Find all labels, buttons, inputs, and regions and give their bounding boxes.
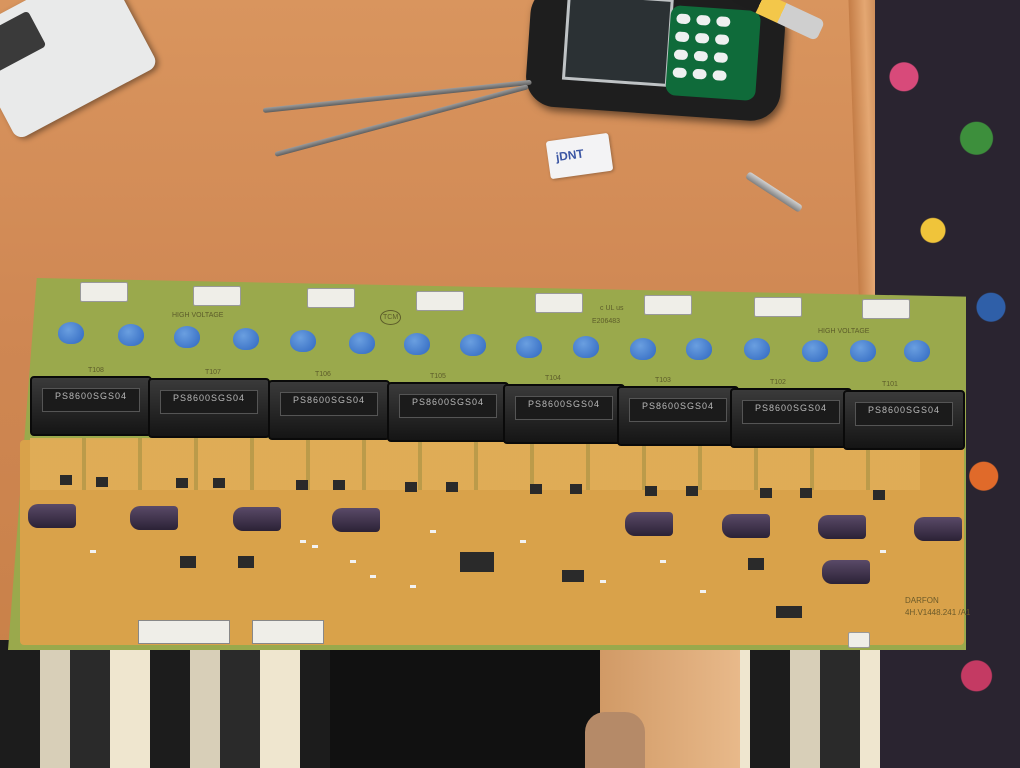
small-connector	[848, 632, 870, 648]
smd-ic	[180, 556, 196, 568]
lamp-connector	[307, 288, 355, 308]
blue-capacitor	[516, 336, 542, 358]
transformer-label: T106	[315, 371, 331, 378]
inverter-transformer: PS8600SGS04	[268, 380, 390, 440]
blue-capacitor	[290, 330, 316, 352]
transformer-label: T107	[205, 369, 221, 376]
phone-screen	[561, 0, 674, 87]
electrolytic-capacitor	[233, 507, 281, 531]
smd-transistor	[800, 488, 812, 498]
smd-transistor	[333, 480, 345, 490]
blue-capacitor	[404, 333, 430, 355]
blue-capacitor	[630, 338, 656, 360]
electrolytic-capacitor	[625, 512, 673, 536]
smd-transistor	[405, 482, 417, 492]
electrolytic-capacitor	[822, 560, 870, 584]
input-connector	[252, 620, 324, 644]
electrolytic-capacitor	[28, 504, 76, 528]
lamp-connector	[535, 293, 583, 313]
smd-transistor	[296, 480, 308, 490]
smd-transistor	[176, 478, 188, 488]
transformer-label: T103	[655, 377, 671, 384]
smd-transistor	[60, 475, 72, 485]
blue-capacitor	[744, 338, 770, 360]
inverter-transformer: PS8600SGS04	[30, 376, 152, 436]
inverter-transformer: PS8600SGS04	[843, 390, 965, 450]
inverter-transformer: PS8600SGS04	[387, 382, 509, 442]
blue-capacitor	[460, 334, 486, 356]
maker-label: DARFON	[905, 596, 939, 605]
smd-transistor	[213, 478, 225, 488]
controller-ic	[460, 552, 494, 572]
mobile-phone	[524, 0, 787, 123]
transformer-label: T104	[545, 375, 561, 382]
inverter-transformer: PS8600SGS04	[148, 378, 270, 438]
transformer-label: T108	[88, 367, 104, 374]
smd-transistor	[645, 486, 657, 496]
blue-capacitor	[174, 326, 200, 348]
electrolytic-capacitor	[914, 517, 962, 541]
tcm-logo: TCM	[380, 310, 402, 325]
lamp-connector	[754, 297, 802, 317]
smd-ic	[238, 556, 254, 568]
input-connector	[138, 620, 230, 644]
lamp-connector	[644, 295, 692, 315]
high-voltage-label: HIGH VOLTAGE	[818, 328, 870, 335]
inverter-transformer: PS8600SGS04	[503, 384, 625, 444]
blue-capacitor	[904, 340, 930, 362]
lamp-connector	[416, 291, 464, 311]
smd-ic	[776, 606, 802, 618]
blue-capacitor	[850, 340, 876, 362]
blue-capacitor	[233, 328, 259, 350]
lamp-connector	[862, 299, 910, 319]
blue-capacitor	[573, 336, 599, 358]
lamp-connector	[80, 282, 128, 302]
smd-transistor	[760, 488, 772, 498]
smd-transistor	[570, 484, 582, 494]
phone-keypad	[665, 4, 762, 102]
floor-shadow	[330, 645, 610, 768]
blue-capacitor	[118, 324, 144, 346]
transformer-label: T101	[882, 381, 898, 388]
inverter-transformer: PS8600SGS04	[730, 388, 852, 448]
high-voltage-label: HIGH VOLTAGE	[172, 312, 224, 319]
blue-capacitor	[349, 332, 375, 354]
smd-transistor	[873, 490, 885, 500]
smd-ic	[562, 570, 584, 582]
smd-transistor	[530, 484, 542, 494]
bare-foot	[585, 712, 645, 768]
blue-capacitor	[686, 338, 712, 360]
inverter-transformer: PS8600SGS04	[617, 386, 739, 446]
blue-capacitor	[802, 340, 828, 362]
lamp-connector	[193, 286, 241, 306]
keyboard-key	[0, 10, 47, 75]
electrolytic-capacitor	[818, 515, 866, 539]
transformer-label: T102	[770, 379, 786, 386]
cert-number: E206483	[592, 318, 621, 325]
electrolytic-capacitor	[722, 514, 770, 538]
transformer-label: T105	[430, 373, 446, 380]
electrolytic-capacitor	[130, 506, 178, 530]
model-code: 4H.V1448.241 /A1	[905, 608, 971, 617]
ul-mark: c UL us	[600, 305, 624, 312]
smd-transistor	[446, 482, 458, 492]
smd-ic	[748, 558, 764, 570]
electrolytic-capacitor	[332, 508, 380, 532]
smd-transistor	[686, 486, 698, 496]
blue-capacitor	[58, 322, 84, 344]
smd-transistor	[96, 477, 108, 487]
